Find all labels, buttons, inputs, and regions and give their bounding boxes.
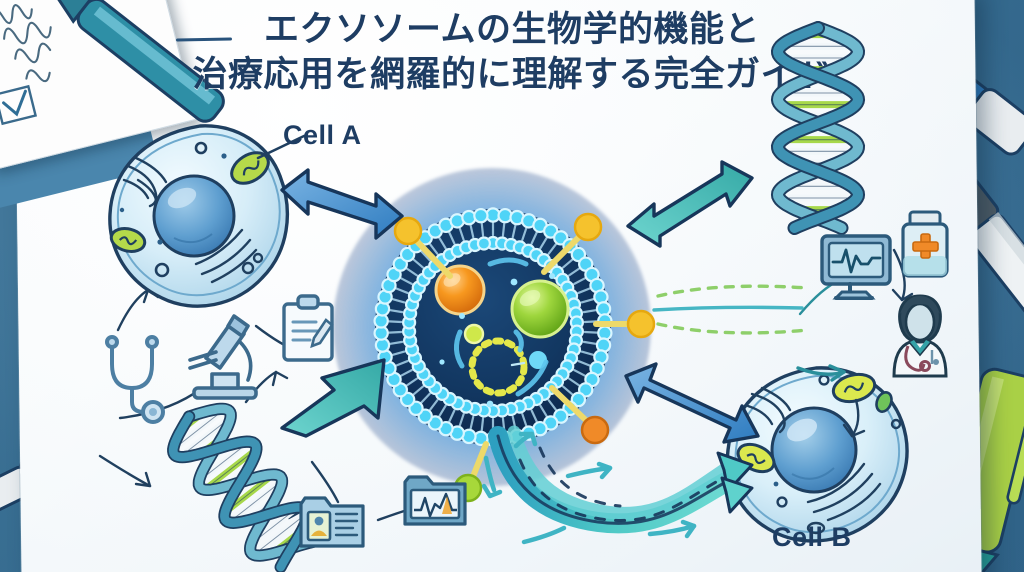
handwriting-scribbles xyxy=(0,4,52,126)
sketch-arrow-up-left xyxy=(116,288,150,332)
cell-a-mitochondrion-1 xyxy=(230,151,270,185)
cell-a-label: Cell A xyxy=(283,120,362,150)
arrow-cell-a-exosome xyxy=(280,168,404,240)
arrow-flow-stream xyxy=(481,425,754,545)
cargo-protein-small xyxy=(463,323,485,345)
stethoscope-icon xyxy=(105,335,165,424)
ecg-monitor-icon xyxy=(820,234,892,300)
note-sheet xyxy=(0,0,197,172)
cell-a-mitochondrion-2 xyxy=(109,227,147,253)
cell-b-mitochondrion-1 xyxy=(831,372,877,404)
arrow-exosome-cell-b xyxy=(624,362,760,444)
cell-a-er xyxy=(122,156,168,208)
dashed-signal-traces xyxy=(652,284,810,335)
cell-b-er xyxy=(746,386,792,434)
sketch-arrows-left xyxy=(98,288,302,488)
clipboard-icon xyxy=(282,294,334,362)
cell-b-vesicle-1 xyxy=(875,391,893,413)
exosome xyxy=(373,207,656,503)
cell-a-vesicle-1 xyxy=(194,141,208,155)
dna-helix-icon-bottom xyxy=(167,402,320,572)
arrow-exosome-dna xyxy=(626,160,754,248)
cell-b xyxy=(725,366,909,543)
cell-b-label: Cell B xyxy=(772,522,852,552)
cargo-protein-green xyxy=(510,279,570,339)
sketch-arrow-down-right xyxy=(850,398,860,438)
patient-record-folder-icon xyxy=(299,496,365,548)
sketch-curve-3 xyxy=(310,460,340,504)
chart-folder-icon xyxy=(403,475,467,526)
dna-helix-icon-top xyxy=(770,21,866,235)
cargo-mirna-ring xyxy=(468,337,528,397)
cell-a-nucleus xyxy=(152,174,236,258)
cell-a-leader-line xyxy=(256,134,306,160)
doctor-icon xyxy=(892,294,948,378)
cell-a xyxy=(108,124,306,308)
microscope-icon xyxy=(188,314,258,400)
sketch-arrow-down xyxy=(98,454,152,488)
pill-bottle-icon xyxy=(901,210,949,278)
cell-a-vesicle-2 xyxy=(154,262,170,278)
sketch-curve-right-2 xyxy=(892,248,906,302)
pen-teal-top-left xyxy=(50,0,225,123)
arrow-dna-exosome xyxy=(280,358,386,438)
cell-a-golgi xyxy=(194,228,264,284)
cell-b-golgi xyxy=(806,462,882,535)
stream-tick-1 xyxy=(483,455,497,493)
exosome-marker-heads xyxy=(393,212,656,503)
